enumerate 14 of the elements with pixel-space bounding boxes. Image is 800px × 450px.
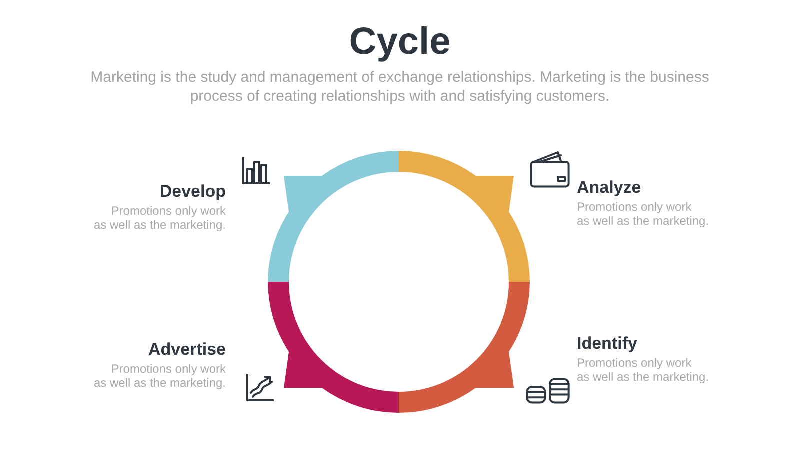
title: Cycle (349, 22, 451, 62)
ring-segment (399, 151, 530, 282)
ring-segment (268, 151, 399, 282)
ring-segment (399, 282, 530, 413)
step-heading: Analyze (577, 178, 642, 198)
ring-segment (268, 282, 399, 413)
step-heading: Develop (160, 182, 226, 202)
step-description: Promotions only work as well as the marketing. (577, 356, 710, 384)
subtitle: Marketing is the study and management of exchange relationships. Marketing is the business process of creating relationships with and satisfying customers. (90, 68, 710, 106)
step-description: Promotions only work as well as the marketing. (92, 204, 226, 232)
step-heading: Advertise (148, 340, 226, 360)
step-heading: Identify (577, 334, 638, 354)
step-description: Promotions only work as well as the marketing. (577, 200, 710, 228)
step-description: Promotions only work as well as the marketing. (92, 362, 226, 390)
